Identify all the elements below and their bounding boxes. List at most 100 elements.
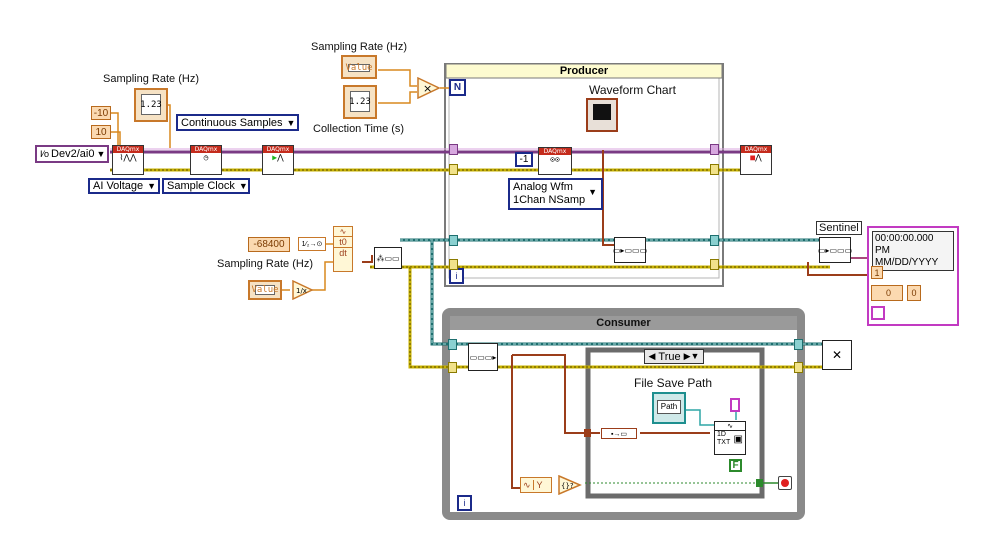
producer-loop-frame bbox=[444, 63, 724, 287]
timestamp-value: 00:00:00.000 PM bbox=[875, 233, 934, 256]
wave-glyph-icon: ∿ bbox=[523, 479, 531, 490]
physical-channel-constant[interactable]: I⁄o Dev2/ai0 ▼ bbox=[35, 145, 109, 163]
wave-glyph-icon: ∿ bbox=[715, 422, 745, 431]
case-selector-value: True bbox=[658, 350, 681, 363]
txt-label: TXT bbox=[717, 439, 731, 446]
path-wire bbox=[686, 409, 737, 426]
array-element-constant[interactable]: 0 bbox=[907, 285, 921, 301]
obtain-queue-node[interactable]: ⁂▭▭ bbox=[374, 247, 402, 269]
daqmx-timing-node[interactable]: DAQmx ◷ bbox=[190, 145, 222, 175]
sampling-rate-control-right[interactable]: Value bbox=[341, 55, 377, 79]
error-tunnel-left bbox=[449, 164, 458, 175]
consumer-queue-tunnel-right bbox=[794, 339, 803, 350]
release-queue-node[interactable]: ✕ bbox=[822, 340, 852, 370]
enqueue-icon: ▭▸▭▭▭ bbox=[612, 245, 648, 255]
chevron-down-icon: ▼ bbox=[588, 187, 597, 197]
write-to-spreadsheet-node[interactable]: ∿ 1D TXT ▣ bbox=[714, 421, 746, 455]
chart-screen-icon bbox=[593, 104, 611, 120]
daqmx-clear-task-node[interactable]: DAQmx ■⋀ bbox=[740, 145, 772, 175]
multiply-node[interactable]: × bbox=[417, 77, 441, 99]
append-false-constant[interactable]: F bbox=[729, 459, 742, 472]
wave-glyph-icon: ∿ bbox=[339, 227, 347, 236]
sentinel-enqueue-node[interactable]: ▭▸▭▭▭ bbox=[818, 237, 852, 263]
read-type-line2: 1Chan NSamp bbox=[513, 194, 586, 206]
sampling-rate-label-right: Sampling Rate (Hz) bbox=[311, 41, 407, 53]
timing-type-ring[interactable]: Sample Clock ▼ bbox=[162, 178, 250, 194]
stop-icon bbox=[781, 479, 789, 487]
array-index-constant[interactable]: 0 bbox=[871, 285, 903, 301]
obtain-queue-icon: ⁂▭▭ bbox=[376, 253, 400, 263]
path-field: Path bbox=[657, 400, 681, 414]
producer-loop-title: Producer bbox=[559, 65, 609, 77]
file-save-path-control[interactable]: Path bbox=[652, 392, 686, 424]
sampling-rate-control-lower[interactable]: Value bbox=[248, 280, 282, 300]
daqmx-read-node[interactable]: DAQmx ⊙⊙ bbox=[538, 147, 572, 175]
sampling-rate-label-top: Sampling Rate (Hz) bbox=[103, 73, 199, 85]
get-waveform-node[interactable]: ▪→▭ bbox=[601, 428, 637, 439]
t0-terminal: t0 bbox=[334, 236, 352, 247]
timing-type-value: Sample Clock bbox=[167, 180, 235, 192]
consumer-loop-frame bbox=[442, 308, 805, 520]
numeric-icon: 1.23 bbox=[140, 94, 162, 115]
channel-icon: I⁄o bbox=[40, 149, 50, 159]
measure-type-value: AI Voltage bbox=[93, 180, 144, 192]
consumer-error-tunnel-left bbox=[448, 362, 457, 373]
chevron-down-icon: ▼ bbox=[238, 181, 248, 191]
path-element-constant[interactable] bbox=[871, 306, 885, 320]
to-timestamp-node[interactable]: 1⁄₂→⊙ bbox=[298, 237, 326, 251]
daqmx-brand: DAQmx bbox=[539, 148, 571, 155]
collection-time-label: Collection Time (s) bbox=[313, 123, 405, 135]
min-value-constant[interactable]: -10 bbox=[91, 106, 111, 120]
chevron-down-icon: ▼ bbox=[96, 149, 106, 159]
measure-type-ring[interactable]: AI Voltage ▼ bbox=[88, 178, 160, 194]
task-tunnel-right bbox=[710, 144, 719, 155]
one-d-label: 1D bbox=[717, 431, 726, 438]
loop-count-terminal[interactable]: N bbox=[449, 79, 466, 96]
reciprocal-icon: 1/x bbox=[296, 287, 307, 295]
stop-condition-terminal[interactable] bbox=[778, 476, 792, 490]
empty-array-check-node[interactable]: {}? bbox=[558, 475, 582, 495]
timestamp-constant[interactable]: 00:00:00.000 PM MM/DD/YYYY bbox=[872, 231, 954, 271]
case-waveform-tunnel bbox=[584, 429, 591, 437]
read-type-ring[interactable]: Analog Wfm 1Chan NSamp ▼ bbox=[508, 178, 603, 210]
chevron-down-icon: ▼ bbox=[286, 117, 296, 128]
consumer-loop-title: Consumer bbox=[596, 317, 651, 329]
waveform-chart-terminal[interactable] bbox=[586, 98, 618, 132]
consumer-error-tunnel-right bbox=[794, 362, 803, 373]
samples-per-channel-constant[interactable]: -1 bbox=[515, 152, 533, 167]
case-selector[interactable]: ◀ True ▶▼ bbox=[644, 349, 704, 364]
read-type-line1: Analog Wfm bbox=[513, 181, 573, 193]
y-terminal: Y bbox=[532, 480, 543, 490]
max-value-constant[interactable]: 10 bbox=[91, 125, 111, 139]
channel-value: Dev2/ai0 bbox=[51, 148, 95, 160]
index-one-constant[interactable]: 1 bbox=[871, 266, 883, 279]
dequeue-element-node[interactable]: ▭▭▭▸ bbox=[468, 343, 498, 371]
enqueue-element-node[interactable]: ▭▸▭▭▭ bbox=[612, 237, 648, 263]
sampling-rate-control-top[interactable]: 1.23 bbox=[134, 88, 168, 122]
daqmx-start-task-node[interactable]: DAQmx ▶⋀ bbox=[262, 145, 294, 175]
error-tunnel-left-2 bbox=[449, 259, 458, 270]
channel-wave-icon: ⌇⋀⋀ bbox=[119, 153, 137, 162]
stop-square-icon: ■⋀ bbox=[750, 153, 762, 162]
date-value: MM/DD/YYYY bbox=[875, 257, 939, 268]
error-tunnel-right bbox=[710, 164, 719, 175]
build-waveform-node[interactable]: ∿ t0 dt bbox=[333, 226, 353, 272]
sentinel-cluster-constant[interactable]: 00:00:00.000 PM MM/DD/YYYY 1 0 0 bbox=[867, 226, 959, 326]
daqmx-brand: DAQmx bbox=[191, 146, 221, 153]
chevron-left-icon: ◀ bbox=[648, 351, 656, 361]
timestamp-convert-icon: 1⁄₂→⊙ bbox=[301, 241, 323, 248]
daqmx-create-channel-node[interactable]: DAQmx ⌇⋀⋀ bbox=[112, 145, 144, 175]
delimiter-constant[interactable] bbox=[730, 398, 740, 412]
task-tunnel-left bbox=[449, 144, 458, 155]
get-y-component-node[interactable]: ∿ Y bbox=[520, 477, 552, 493]
value-field: Value bbox=[251, 285, 279, 295]
glasses-icon: ⊙⊙ bbox=[550, 155, 560, 164]
sample-mode-ring[interactable]: Continuous Samples ▼ bbox=[176, 114, 299, 131]
producer-iteration-terminal: i bbox=[449, 268, 464, 284]
dequeue-icon: ▭▭▭▸ bbox=[469, 352, 497, 362]
t0-offset-constant[interactable]: -68400 bbox=[248, 237, 290, 252]
reciprocal-node[interactable]: 1/x bbox=[292, 280, 314, 300]
floppy-disk-icon: ▣ bbox=[733, 434, 743, 445]
collection-time-control[interactable]: 1.23 bbox=[343, 85, 377, 119]
waveform-chart-label: Waveform Chart bbox=[589, 83, 676, 97]
